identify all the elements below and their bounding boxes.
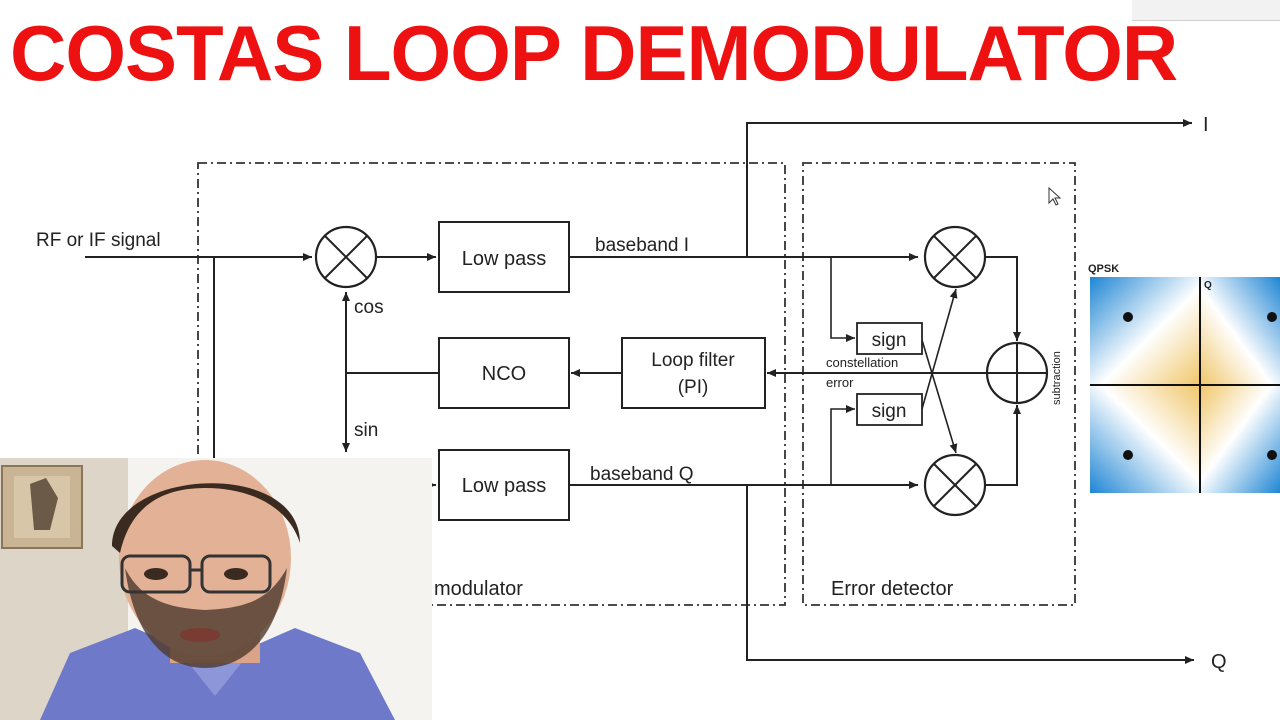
- low-pass-top-box: [438, 221, 570, 293]
- low-pass-top-label: Low pass: [462, 248, 547, 270]
- low-pass-bottom-box: [438, 449, 570, 521]
- subtraction-junction: [985, 341, 1049, 405]
- low-pass-bottom-label: Low pass: [462, 475, 547, 497]
- constellation-error-label-line2: error: [826, 375, 854, 390]
- constellation-point: [1123, 450, 1133, 460]
- output-q-label: Q: [1211, 651, 1227, 673]
- error-detector-section-border: [802, 162, 1076, 606]
- mouse-cursor-icon: [1048, 186, 1062, 206]
- input-signal-label: RF or IF signal: [36, 230, 161, 251]
- window-top-bar: [1132, 0, 1280, 21]
- loop-filter-label-line2: (PI): [678, 377, 709, 398]
- sign-bottom-label: sign: [872, 401, 907, 422]
- top-mixer: [314, 225, 378, 289]
- constellation-point: [1267, 450, 1277, 460]
- page-title: COSTAS LOOP DEMODULATOR: [10, 9, 1178, 97]
- qpsk-constellation: [1090, 277, 1280, 493]
- error-detector-section-label: Error detector: [831, 578, 954, 600]
- constellation-error-label-line1: constellation: [826, 355, 898, 370]
- nco-box: [438, 337, 570, 409]
- sin-label: sin: [354, 420, 378, 441]
- baseband-q-label: baseband Q: [590, 464, 694, 485]
- demodulator-section-border: [197, 162, 786, 606]
- error-bottom-mixer: [923, 453, 987, 517]
- loop-filter-box: [621, 337, 766, 409]
- baseband-i-label: baseband I: [595, 235, 689, 256]
- constellation-q-axis-label: Q: [1204, 280, 1212, 291]
- sign-top-label: sign: [872, 330, 907, 351]
- constellation-point: [1267, 312, 1277, 322]
- i-output-line: [746, 119, 1192, 257]
- subtraction-label: subtraction: [1051, 351, 1063, 405]
- q-output-line: [746, 485, 1194, 664]
- qpsk-label: QPSK: [1088, 263, 1119, 275]
- demodulator-section-label: modulator: [434, 578, 523, 600]
- sign-bottom-box: [856, 393, 923, 426]
- presenter-video-frame: [0, 458, 432, 720]
- sign-top-box: [856, 322, 923, 355]
- output-i-label: I: [1203, 114, 1209, 136]
- nco-label: NCO: [482, 363, 526, 385]
- loop-filter-label-line1: Loop filter: [651, 350, 735, 371]
- error-top-mixer: [923, 225, 987, 289]
- constellation-point: [1123, 312, 1133, 322]
- presenter-webcam: [0, 458, 432, 720]
- cos-label: cos: [354, 297, 384, 318]
